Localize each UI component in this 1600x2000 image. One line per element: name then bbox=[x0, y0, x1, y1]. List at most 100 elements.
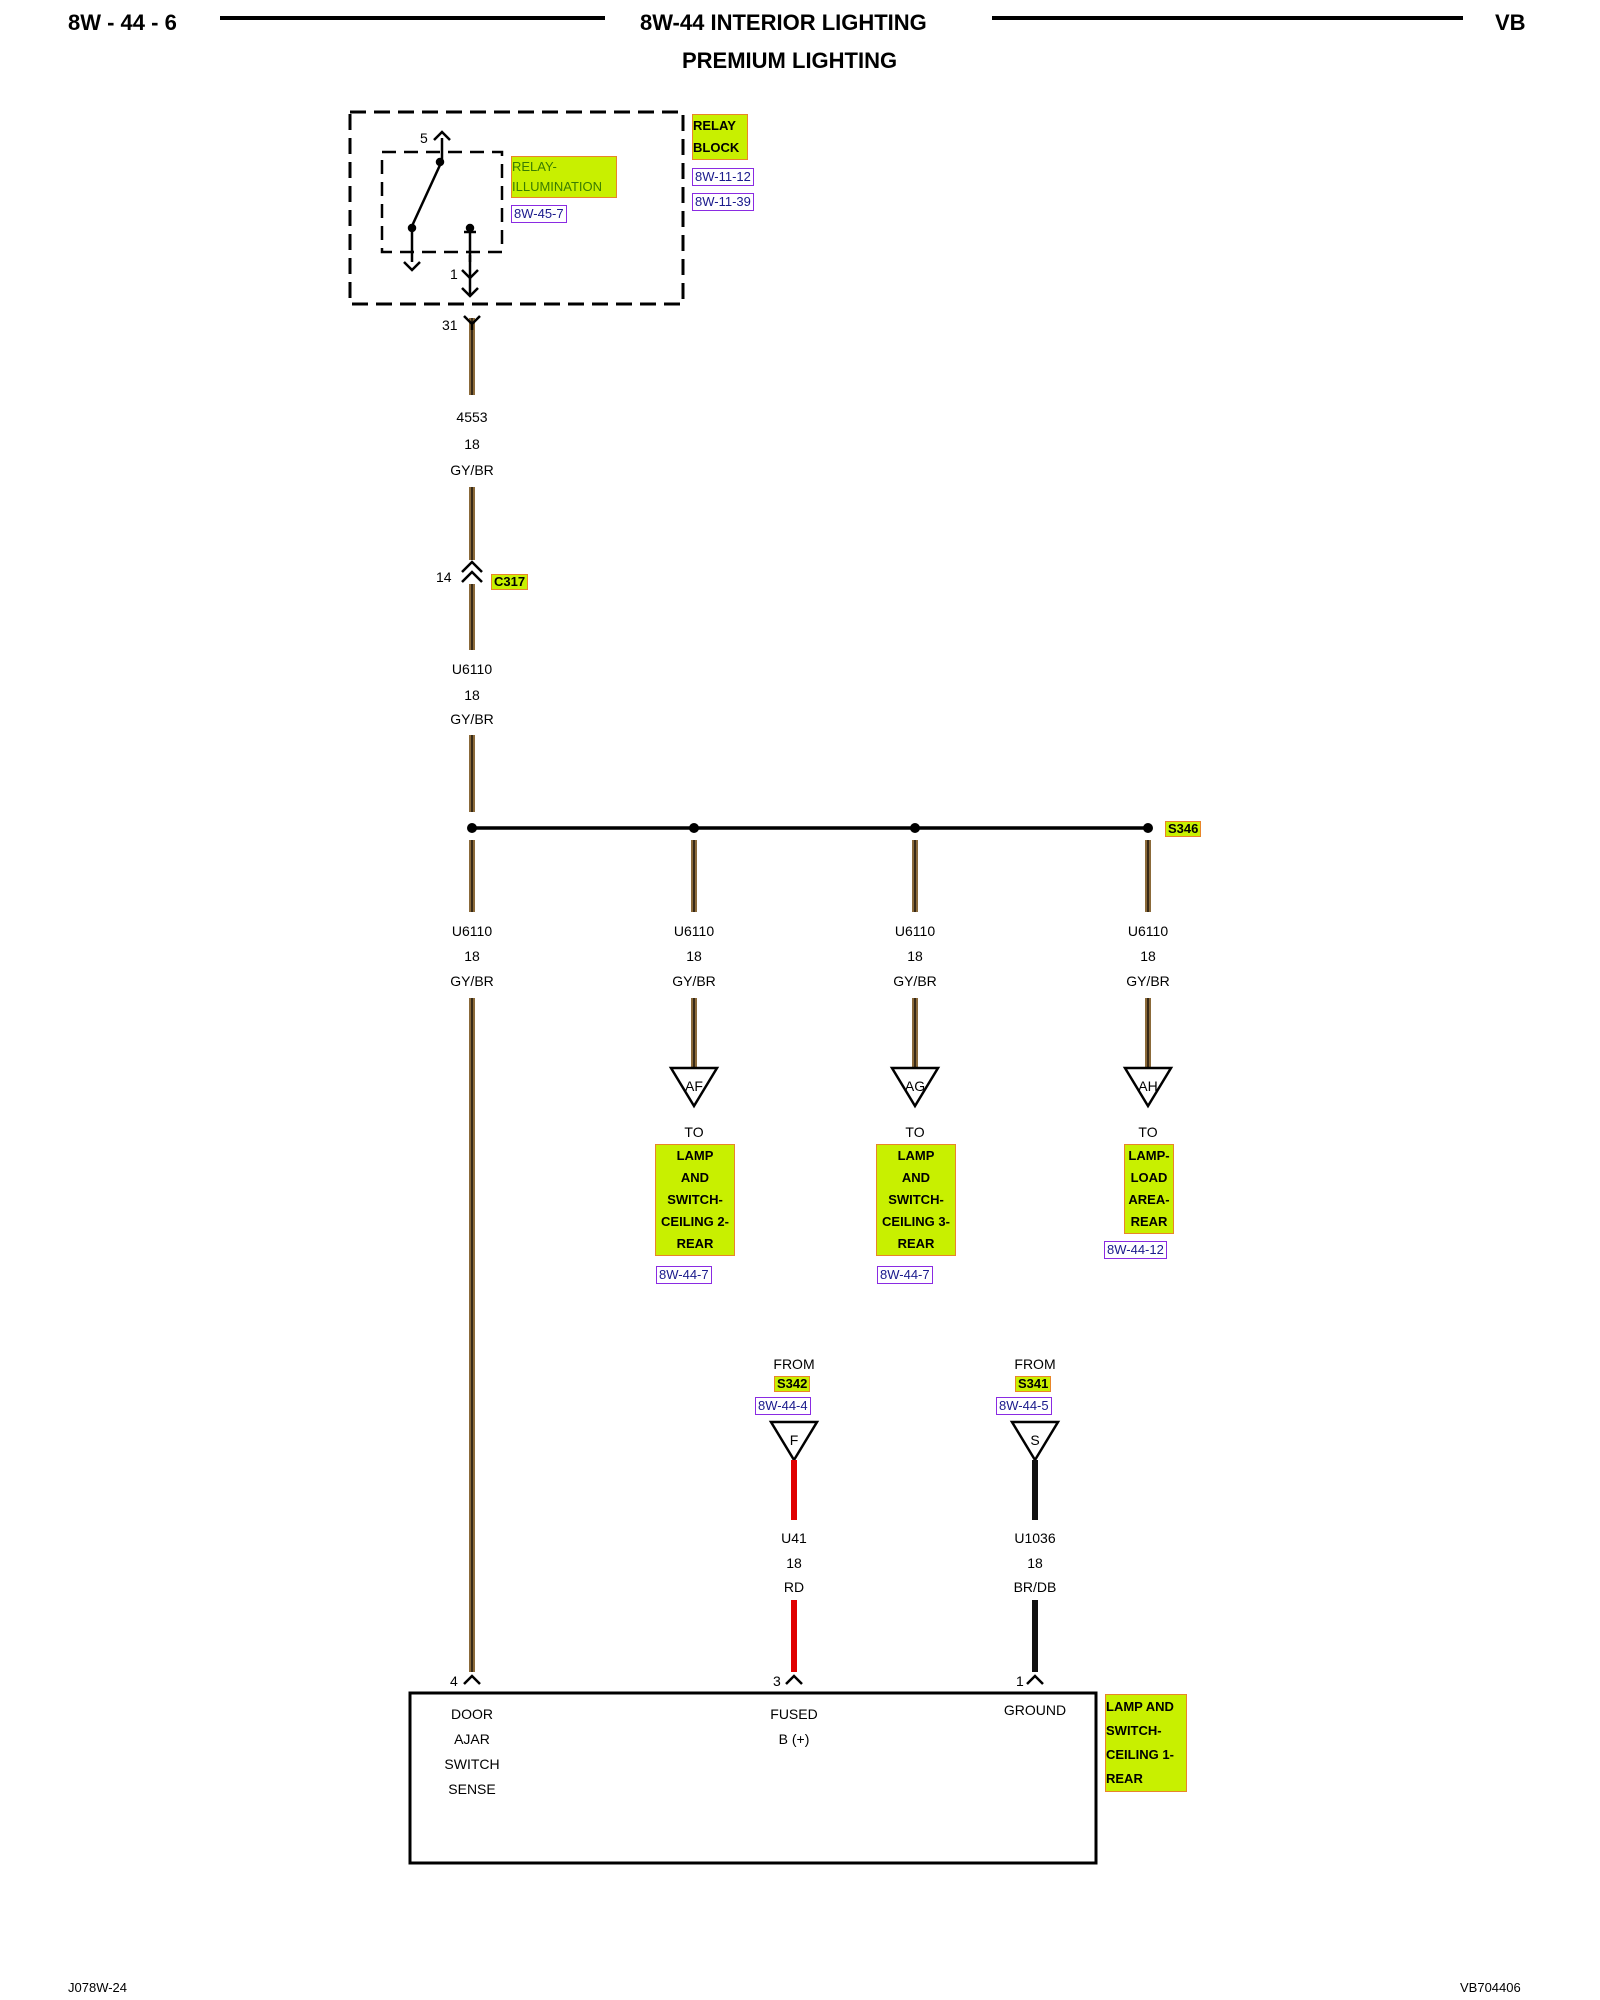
wire-4553-gauge: 18 bbox=[464, 436, 480, 452]
branch-wires bbox=[469, 840, 1151, 1672]
wire-u6110-circuit: U6110 bbox=[451, 661, 493, 677]
branch-3-dest-line: LAMP- bbox=[1128, 1148, 1170, 1163]
c317-pin: 14 bbox=[436, 569, 452, 585]
branch-1-circuit: U6110 bbox=[673, 923, 715, 939]
ah-connector-icon bbox=[1122, 1066, 1174, 1109]
component-pin-3: 3 bbox=[773, 1673, 781, 1689]
relay-ref[interactable]: 8W-45-7 bbox=[511, 205, 567, 223]
branch-2-gauge: 18 bbox=[907, 948, 923, 964]
c317-connector-icon bbox=[461, 560, 483, 583]
relay-block-label: RELAY BLOCK bbox=[692, 114, 748, 160]
relay-block-label-line1: RELAY bbox=[693, 118, 736, 133]
branch-connector-triangles bbox=[668, 1066, 1174, 1109]
door-ajar-line: SWITCH bbox=[444, 1756, 500, 1772]
relay-switch-icon bbox=[403, 130, 479, 298]
wire-u6110-gauge: 18 bbox=[464, 687, 480, 703]
branch-3-to: TO bbox=[1138, 1124, 1158, 1140]
wire-u41-circuit: U41 bbox=[781, 1530, 807, 1546]
branch-1-dest-line: LAMP bbox=[676, 1148, 714, 1163]
branch-3-color: GY/BR bbox=[1126, 973, 1170, 989]
door-ajar-line: DOOR bbox=[451, 1706, 493, 1722]
ag-connector-icon bbox=[889, 1066, 941, 1109]
wire-u41-gauge: 18 bbox=[786, 1555, 802, 1571]
f-connector-label: F bbox=[789, 1432, 799, 1448]
component-name-line: REAR bbox=[1106, 1771, 1143, 1786]
branch-2-dest-line: AND bbox=[901, 1170, 931, 1185]
branch-1-dest-line: SWITCH- bbox=[667, 1192, 723, 1207]
f-connector-icon bbox=[768, 1420, 820, 1463]
branch-2-dest[interactable]: LAMP AND SWITCH- CEILING 3- REAR bbox=[876, 1144, 956, 1256]
relay-pin-5: 5 bbox=[420, 130, 428, 146]
branch-1-dest[interactable]: LAMP AND SWITCH- CEILING 2- REAR bbox=[655, 1144, 735, 1256]
from-ground-splice[interactable]: S341 bbox=[1015, 1376, 1052, 1392]
component-name[interactable]: LAMP AND SWITCH- CEILING 1- REAR bbox=[1105, 1694, 1187, 1792]
component-pin-connectors bbox=[463, 1674, 1044, 1685]
component-pin-4: 4 bbox=[450, 1673, 458, 1689]
branch-2-dest-line: SWITCH- bbox=[888, 1192, 944, 1207]
page-code: 8W - 44 - 6 bbox=[68, 10, 177, 35]
footer-right-code: VB704406 bbox=[1460, 1980, 1521, 1995]
branch-2-color: GY/BR bbox=[893, 973, 937, 989]
door-ajar-switch-sense: DOOR AJAR SWITCH SENSE bbox=[422, 1702, 522, 1802]
branch-0-gauge: 18 bbox=[464, 948, 480, 964]
relay-outline bbox=[380, 150, 504, 254]
branch-3-gauge: 18 bbox=[1140, 948, 1156, 964]
wire-u1036-circuit: U1036 bbox=[1014, 1530, 1056, 1546]
branch-2-dest-line: REAR bbox=[897, 1236, 935, 1251]
branch-2-to: TO bbox=[905, 1124, 925, 1140]
component-name-line: CEILING 1- bbox=[1106, 1747, 1174, 1762]
af-connector-label: AF bbox=[685, 1078, 703, 1094]
from-fused-splice[interactable]: S342 bbox=[774, 1376, 811, 1392]
branch-1-ref[interactable]: 8W-44-7 bbox=[656, 1266, 712, 1284]
splice-dots bbox=[467, 823, 1153, 833]
from-ground-label: FROM bbox=[1014, 1356, 1056, 1372]
cavity-31-connector bbox=[463, 315, 481, 330]
from-fused-label: FROM bbox=[773, 1356, 815, 1372]
wire-u1036-color: BR/DB bbox=[1013, 1579, 1057, 1595]
fused-line: FUSED bbox=[770, 1706, 818, 1722]
branch-2-ref[interactable]: 8W-44-7 bbox=[877, 1266, 933, 1284]
branch-3-dest-line: AREA- bbox=[1128, 1192, 1170, 1207]
relay-block-ref-2[interactable]: 8W-11-39 bbox=[692, 193, 754, 211]
branch-3-ref[interactable]: 8W-44-12 bbox=[1104, 1241, 1167, 1259]
branch-3-dest-line: LOAD bbox=[1130, 1170, 1168, 1185]
page-subtitle: PREMIUM LIGHTING bbox=[682, 48, 898, 73]
from-ground-ref[interactable]: 8W-44-5 bbox=[996, 1397, 1052, 1415]
branch-2-dest-line: LAMP bbox=[897, 1148, 935, 1163]
s-connector-icon bbox=[1009, 1420, 1061, 1463]
component-name-line: SWITCH- bbox=[1106, 1723, 1162, 1738]
wire-4553-color: GY/BR bbox=[450, 462, 494, 478]
model-code: VB bbox=[1495, 10, 1526, 35]
branch-3-circuit: U6110 bbox=[1127, 923, 1169, 939]
relay-block-label-line2: BLOCK bbox=[693, 140, 740, 155]
relay-block-ref-1[interactable]: 8W-11-12 bbox=[692, 168, 754, 186]
component-name-line: LAMP AND bbox=[1106, 1699, 1174, 1714]
branch-3-dest-line: REAR bbox=[1130, 1214, 1168, 1229]
branch-0-color: GY/BR bbox=[450, 973, 494, 989]
branch-0-circuit: U6110 bbox=[451, 923, 493, 939]
splice-s346[interactable]: S346 bbox=[1165, 821, 1202, 837]
branch-1-to: TO bbox=[684, 1124, 704, 1140]
door-ajar-line: SENSE bbox=[448, 1781, 496, 1797]
relay-illumination-label: RELAY- ILLUMINATION bbox=[511, 156, 617, 198]
branch-1-color: GY/BR bbox=[672, 973, 716, 989]
relay-label-line2: ILLUMINATION bbox=[512, 179, 603, 194]
branch-1-dest-line: AND bbox=[680, 1170, 710, 1185]
branch-2-dest-line: CEILING 3- bbox=[882, 1214, 950, 1229]
footer-left-code: J078W-24 bbox=[68, 1980, 128, 1995]
wire-u6110-color: GY/BR bbox=[450, 711, 494, 727]
branch-1-dest-line: CEILING 2- bbox=[661, 1214, 729, 1229]
c317-label[interactable]: C317 bbox=[491, 574, 529, 590]
wire-u41-color: RD bbox=[783, 1579, 805, 1595]
relay-label-line1: RELAY- bbox=[512, 159, 557, 174]
af-connector-icon bbox=[668, 1066, 720, 1109]
branch-3-dest[interactable]: LAMP- LOAD AREA- REAR bbox=[1124, 1144, 1174, 1234]
branch-1-gauge: 18 bbox=[686, 948, 702, 964]
fused-b-plus: FUSED B (+) bbox=[744, 1702, 844, 1752]
branch-2-circuit: U6110 bbox=[894, 923, 936, 939]
from-fused-ref[interactable]: 8W-44-4 bbox=[755, 1397, 811, 1415]
component-pin-1: 1 bbox=[1016, 1673, 1024, 1689]
s-connector-label: S bbox=[1030, 1432, 1040, 1448]
ah-connector-label: AH bbox=[1138, 1078, 1158, 1094]
